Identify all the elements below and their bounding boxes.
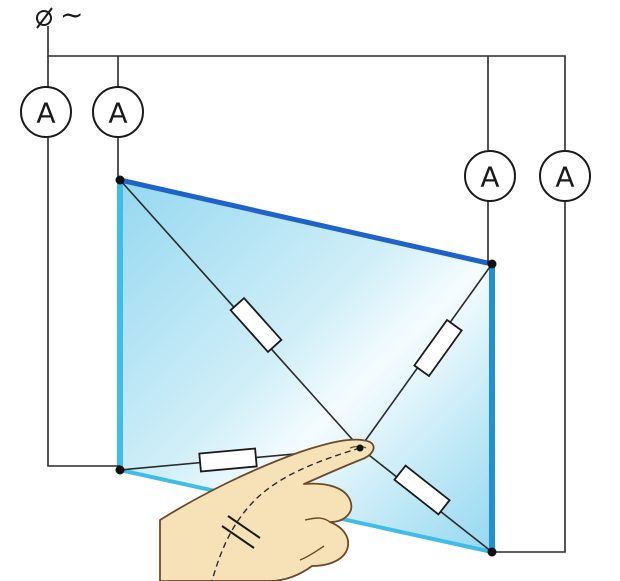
resistor-icon <box>198 447 258 473</box>
ammeter-icon: A <box>539 150 591 202</box>
touch-point <box>356 444 364 452</box>
wire-source <box>47 26 566 150</box>
node-bottom-right <box>487 547 497 557</box>
finger-current-path <box>211 447 361 581</box>
resistor-icon <box>413 318 463 378</box>
panel-edge-top <box>119 177 493 267</box>
source-tilde: ~ <box>60 0 83 31</box>
node-top-left <box>115 175 125 185</box>
ammeter-1-label: A <box>36 97 55 130</box>
wire-ammeter-4-down <box>492 200 566 553</box>
node-top-right <box>487 259 497 269</box>
wire-ammeter-1-down <box>47 138 120 467</box>
resistor-icon <box>229 296 283 354</box>
ammeter-3-label: A <box>480 161 499 194</box>
ammeter-icon: A <box>92 86 144 138</box>
finger-icon <box>159 438 375 581</box>
resistor-icon <box>393 464 451 516</box>
ammeter-4-label: A <box>555 161 574 194</box>
node-bottom-left <box>115 465 125 475</box>
power-source-icon <box>36 7 53 29</box>
ammeter-icon: A <box>20 86 72 138</box>
ammeter-icon: A <box>464 150 516 202</box>
ammeter-2-label: A <box>108 97 127 130</box>
capacitor-icon <box>221 515 261 549</box>
